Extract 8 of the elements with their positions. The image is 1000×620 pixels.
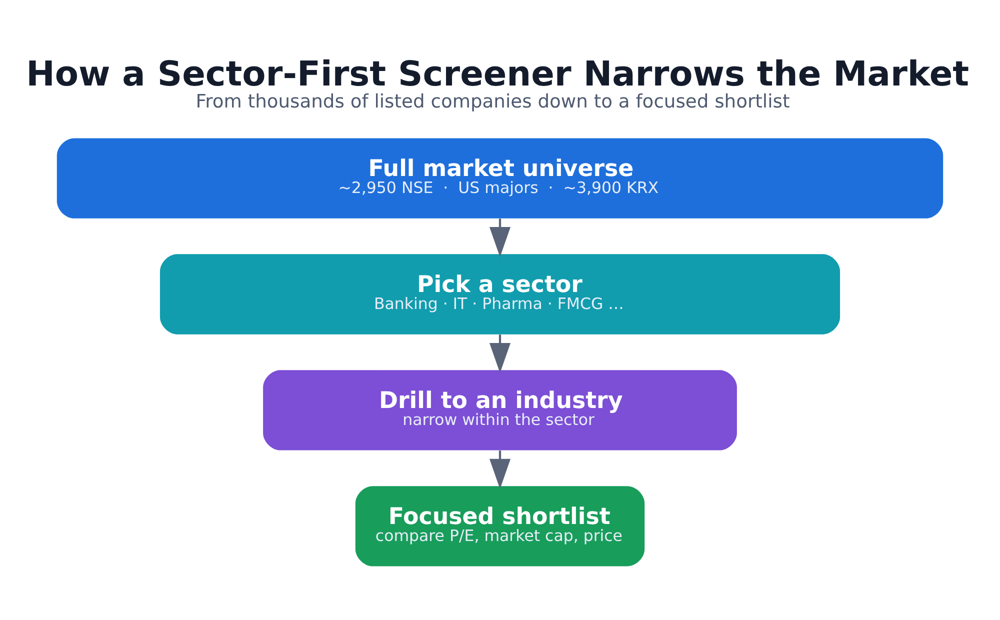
arrow (489, 218, 511, 258)
caption: From thousands of listed companies down to a focused shortlist (196, 91, 790, 112)
node-box: Pick a sector Banking · IT · Pharma · FMCG … (160, 254, 840, 334)
arrow (489, 334, 511, 374)
node-box: Focused shortlist compare P/E, market cap, price (355, 486, 645, 566)
node-box: Full market universe ~2,950 NSE · US majors · ~3,900 KRX (56, 138, 944, 218)
arrow (489, 450, 511, 489)
node-box: Drill to an industry narrow within the sector (263, 370, 737, 450)
